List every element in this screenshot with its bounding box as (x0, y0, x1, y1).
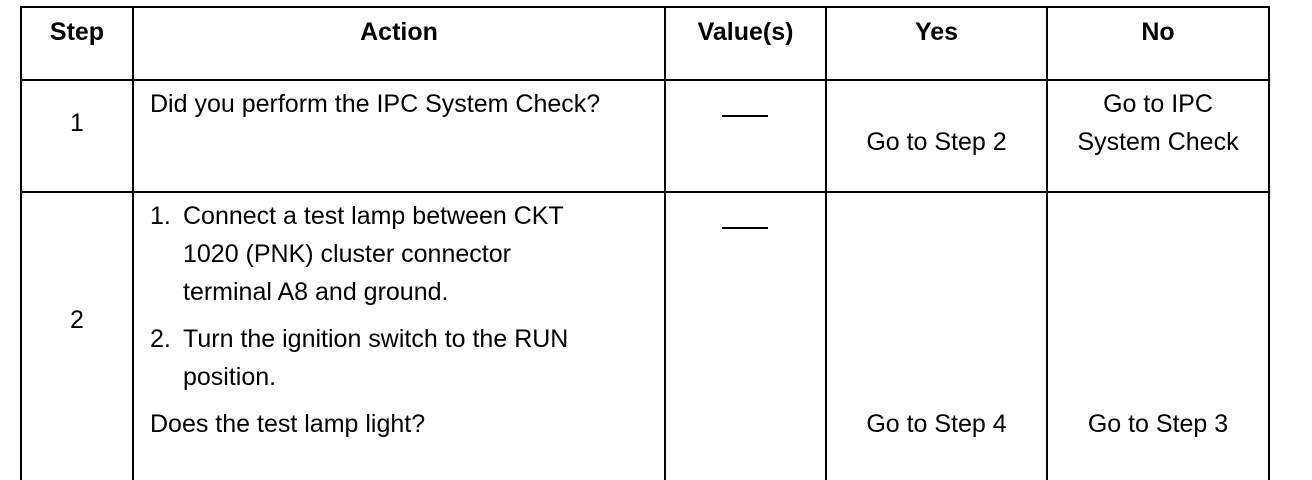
yes-result: Go to Step 2 (866, 128, 1007, 156)
column-divider (664, 8, 666, 480)
value-blank (722, 115, 768, 117)
no-result-line: System Check (1077, 128, 1239, 156)
diagnostic-table: Step Action Value(s) Yes No 1 Did you pe… (20, 6, 1270, 480)
column-divider (825, 8, 827, 480)
action-step-number: 2. (150, 325, 171, 353)
header-no: No (1141, 18, 1175, 46)
action-question: Did you perform the IPC System Check? (150, 90, 601, 118)
value-blank (722, 227, 768, 229)
header-yes: Yes (914, 18, 959, 46)
column-divider (1046, 8, 1048, 480)
row-divider (22, 79, 1268, 81)
row-divider (22, 191, 1268, 193)
yes-result: Go to Step 4 (866, 410, 1007, 438)
action-question: Does the test lamp light? (150, 410, 426, 438)
action-step: 2. Turn the ignition switch to the RUN p… (150, 320, 650, 396)
header-values: Value(s) (697, 18, 794, 46)
no-result-line: Go to IPC (1103, 90, 1213, 118)
step-number: 1 (70, 109, 84, 137)
action-step-text: Connect a test lamp between CKT 1020 (PN… (183, 202, 564, 306)
no-result: Go to Step 3 (1087, 410, 1229, 438)
action-step-text: Turn the ignition switch to the RUN posi… (183, 325, 569, 391)
action-step: 1. Connect a test lamp between CKT 1020 … (150, 197, 650, 311)
step-number: 2 (70, 306, 84, 334)
header-action: Action (360, 18, 438, 46)
action-step-number: 1. (150, 202, 171, 230)
header-step: Step (49, 18, 105, 46)
column-divider (132, 8, 134, 480)
